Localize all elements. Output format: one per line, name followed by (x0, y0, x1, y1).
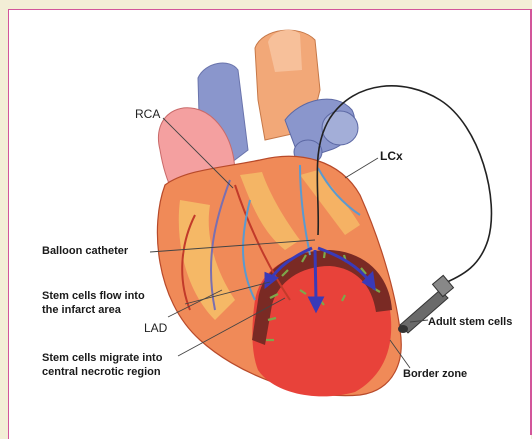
label-stem-migrate-line2: central necrotic region (42, 366, 161, 379)
label-stem-flow-line2: the infarct area (42, 304, 121, 317)
label-balloon-catheter: Balloon catheter (42, 245, 128, 258)
label-adult-stem-cells: Adult stem cells (428, 316, 512, 329)
label-lad: LAD (144, 322, 167, 335)
label-lcx: LCx (380, 150, 403, 163)
label-rca: RCA (135, 108, 160, 121)
label-stem-flow-line1: Stem cells flow into (42, 290, 145, 303)
label-border-zone: Border zone (403, 368, 467, 381)
label-stem-migrate-line1: Stem cells migrate into (42, 352, 162, 365)
